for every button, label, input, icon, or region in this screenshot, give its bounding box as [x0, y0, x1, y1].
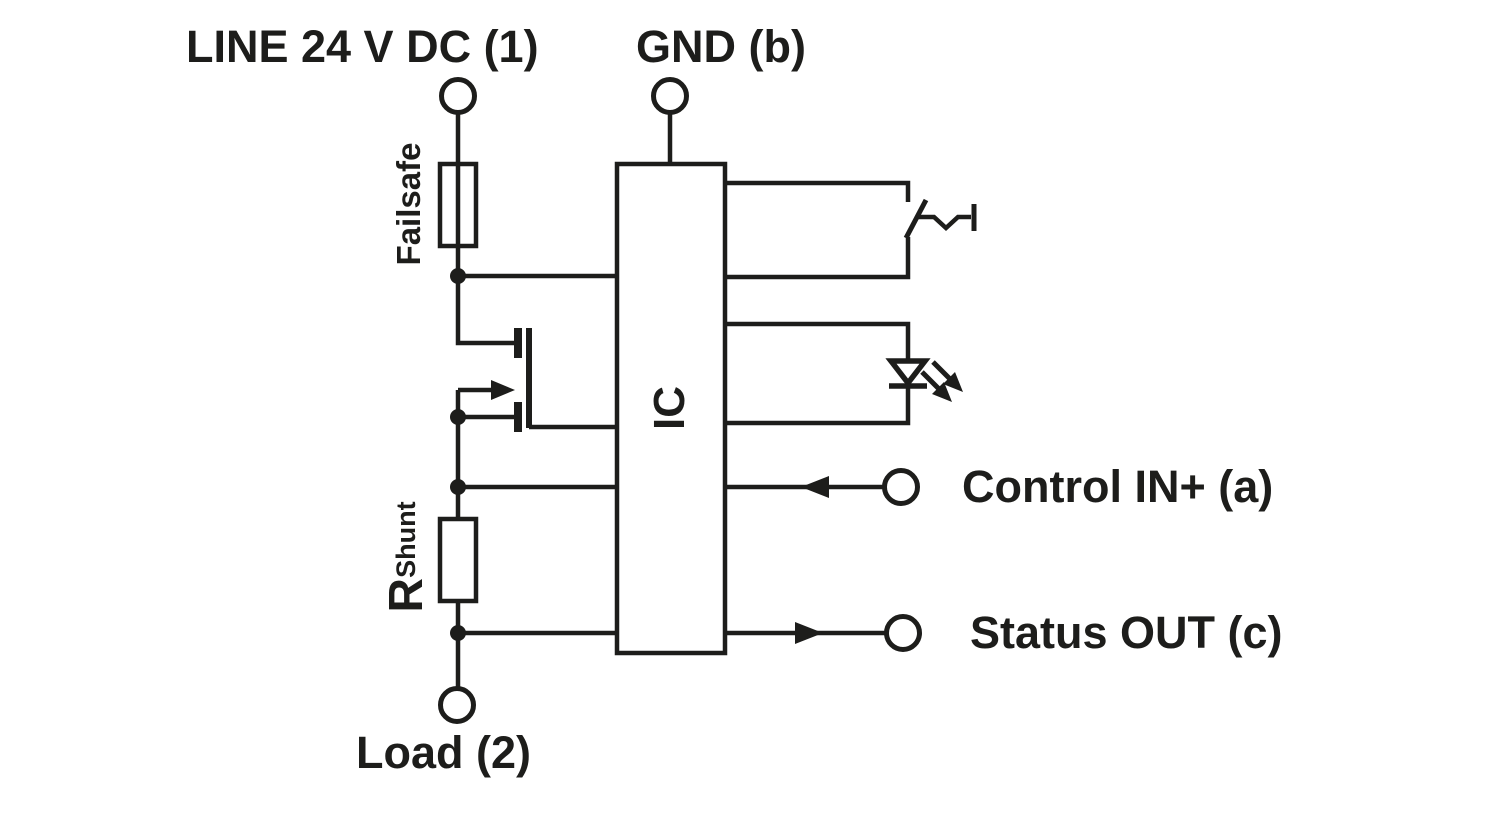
led-light-rays [920, 360, 963, 402]
failsafe-fuse-body [437, 161, 479, 249]
load-terminal-label: Load (2) [356, 727, 531, 778]
junction-dot [450, 409, 466, 425]
status-out-arrowhead [795, 622, 823, 644]
shunt-resistor-body [437, 516, 479, 604]
control-in-terminal [882, 468, 920, 506]
shunt-resistor-label-sub: Shunt [391, 501, 422, 578]
load-terminal [438, 686, 476, 724]
gnd-terminal-label: GND (b) [636, 21, 806, 72]
ic-block-label: IC [644, 386, 694, 430]
wire-switch-bottom [725, 237, 911, 280]
wire-led-bottom [725, 386, 911, 426]
switch-actuator-link [917, 214, 971, 232]
failsafe-fuse-label: Failsafe [389, 142, 427, 266]
mosfet-body-arrow-head [491, 380, 515, 400]
line-terminal [439, 77, 477, 115]
control-in-label: Control IN+ (a) [962, 461, 1274, 512]
led-ray-icon [920, 370, 942, 392]
junction-dot [450, 479, 466, 495]
led-ray-arrowhead [932, 382, 952, 402]
power-mosfet-symbol [491, 328, 532, 432]
led-ray-arrowhead [943, 372, 963, 392]
junction-dot [450, 625, 466, 641]
manual-switch-symbol [903, 198, 977, 240]
ic-block-body [614, 161, 728, 656]
gnd-terminal [651, 77, 689, 115]
led-indicator-symbol [885, 358, 963, 402]
led-triangle [885, 358, 931, 388]
led-ray-icon [931, 360, 953, 382]
wire-switch-top [725, 180, 911, 202]
junction-dot [450, 268, 466, 284]
shunt-resistor-label-main: R [379, 577, 433, 613]
status-out-label: Status OUT (c) [970, 607, 1283, 658]
control-in-arrowhead [801, 476, 829, 498]
status-out-terminal [884, 614, 922, 652]
switch-blade [903, 198, 929, 240]
wire-drain-lead [455, 276, 517, 346]
wire-led-top [725, 321, 911, 362]
line-terminal-label: LINE 24 V DC (1) [186, 21, 539, 72]
